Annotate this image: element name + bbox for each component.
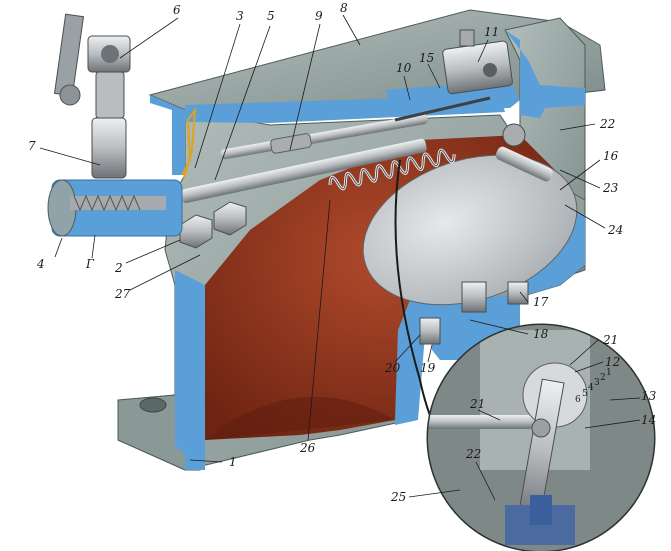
inset-scale: 6 5 4 3 2 1 bbox=[575, 368, 612, 405]
lever-block bbox=[394, 29, 553, 182]
callout-23: 23 bbox=[602, 181, 619, 195]
callout-5: 5 bbox=[267, 9, 275, 23]
leader-lines bbox=[39, 14, 641, 501]
callout-7: 7 bbox=[28, 139, 36, 153]
callout-14: 14 bbox=[641, 413, 656, 427]
callout-17: 17 bbox=[533, 295, 549, 309]
shaft bbox=[180, 138, 427, 203]
scale-mark: 4 bbox=[588, 383, 594, 393]
callout-21-inset: 21 bbox=[469, 397, 485, 411]
scale-mark: 6 bbox=[575, 395, 581, 405]
callout-18: 18 bbox=[533, 327, 549, 341]
callout-labels: 1 2 3 4 5 6 7 8 9 10 11 12 13 14 15 16 1… bbox=[28, 1, 657, 504]
callout-26: 26 bbox=[299, 441, 316, 455]
callout-11: 11 bbox=[484, 25, 499, 39]
callout-10: 10 bbox=[396, 61, 412, 75]
scale-mark: 1 bbox=[606, 368, 612, 378]
callout-8: 8 bbox=[340, 1, 348, 15]
scale-mark: 5 bbox=[582, 389, 588, 399]
callout-4: 4 bbox=[36, 257, 45, 271]
callout-g: Г bbox=[85, 257, 95, 271]
throttle-disc bbox=[362, 154, 578, 306]
callout-6: 6 bbox=[173, 3, 181, 17]
inset-rod bbox=[428, 415, 535, 429]
callout-21-top: 21 bbox=[602, 333, 618, 347]
callout-1: 1 bbox=[229, 455, 237, 469]
callout-19: 19 bbox=[420, 361, 436, 375]
callout-12: 12 bbox=[605, 355, 620, 369]
callout-16: 16 bbox=[603, 149, 619, 163]
callout-25: 25 bbox=[390, 490, 406, 504]
callout-22-top: 22 bbox=[599, 117, 615, 131]
scale-mark: 3 bbox=[594, 378, 600, 388]
rod-assembly bbox=[179, 114, 456, 249]
callout-15: 15 bbox=[419, 51, 434, 65]
callout-13: 13 bbox=[641, 389, 657, 403]
bottom-bolts bbox=[419, 281, 529, 345]
callout-24: 24 bbox=[607, 223, 623, 237]
screw bbox=[495, 146, 553, 182]
callout-3: 3 bbox=[236, 9, 244, 23]
fitting bbox=[47, 13, 197, 237]
detail-inset: 6 5 4 3 2 1 bbox=[426, 323, 656, 551]
callout-2: 2 bbox=[114, 261, 123, 275]
scale-mark: 2 bbox=[600, 373, 606, 383]
callout-20: 20 bbox=[384, 361, 401, 375]
callout-9: 9 bbox=[315, 9, 323, 23]
callout-22-inset: 22 bbox=[465, 447, 481, 461]
callout-27: 27 bbox=[114, 287, 131, 301]
